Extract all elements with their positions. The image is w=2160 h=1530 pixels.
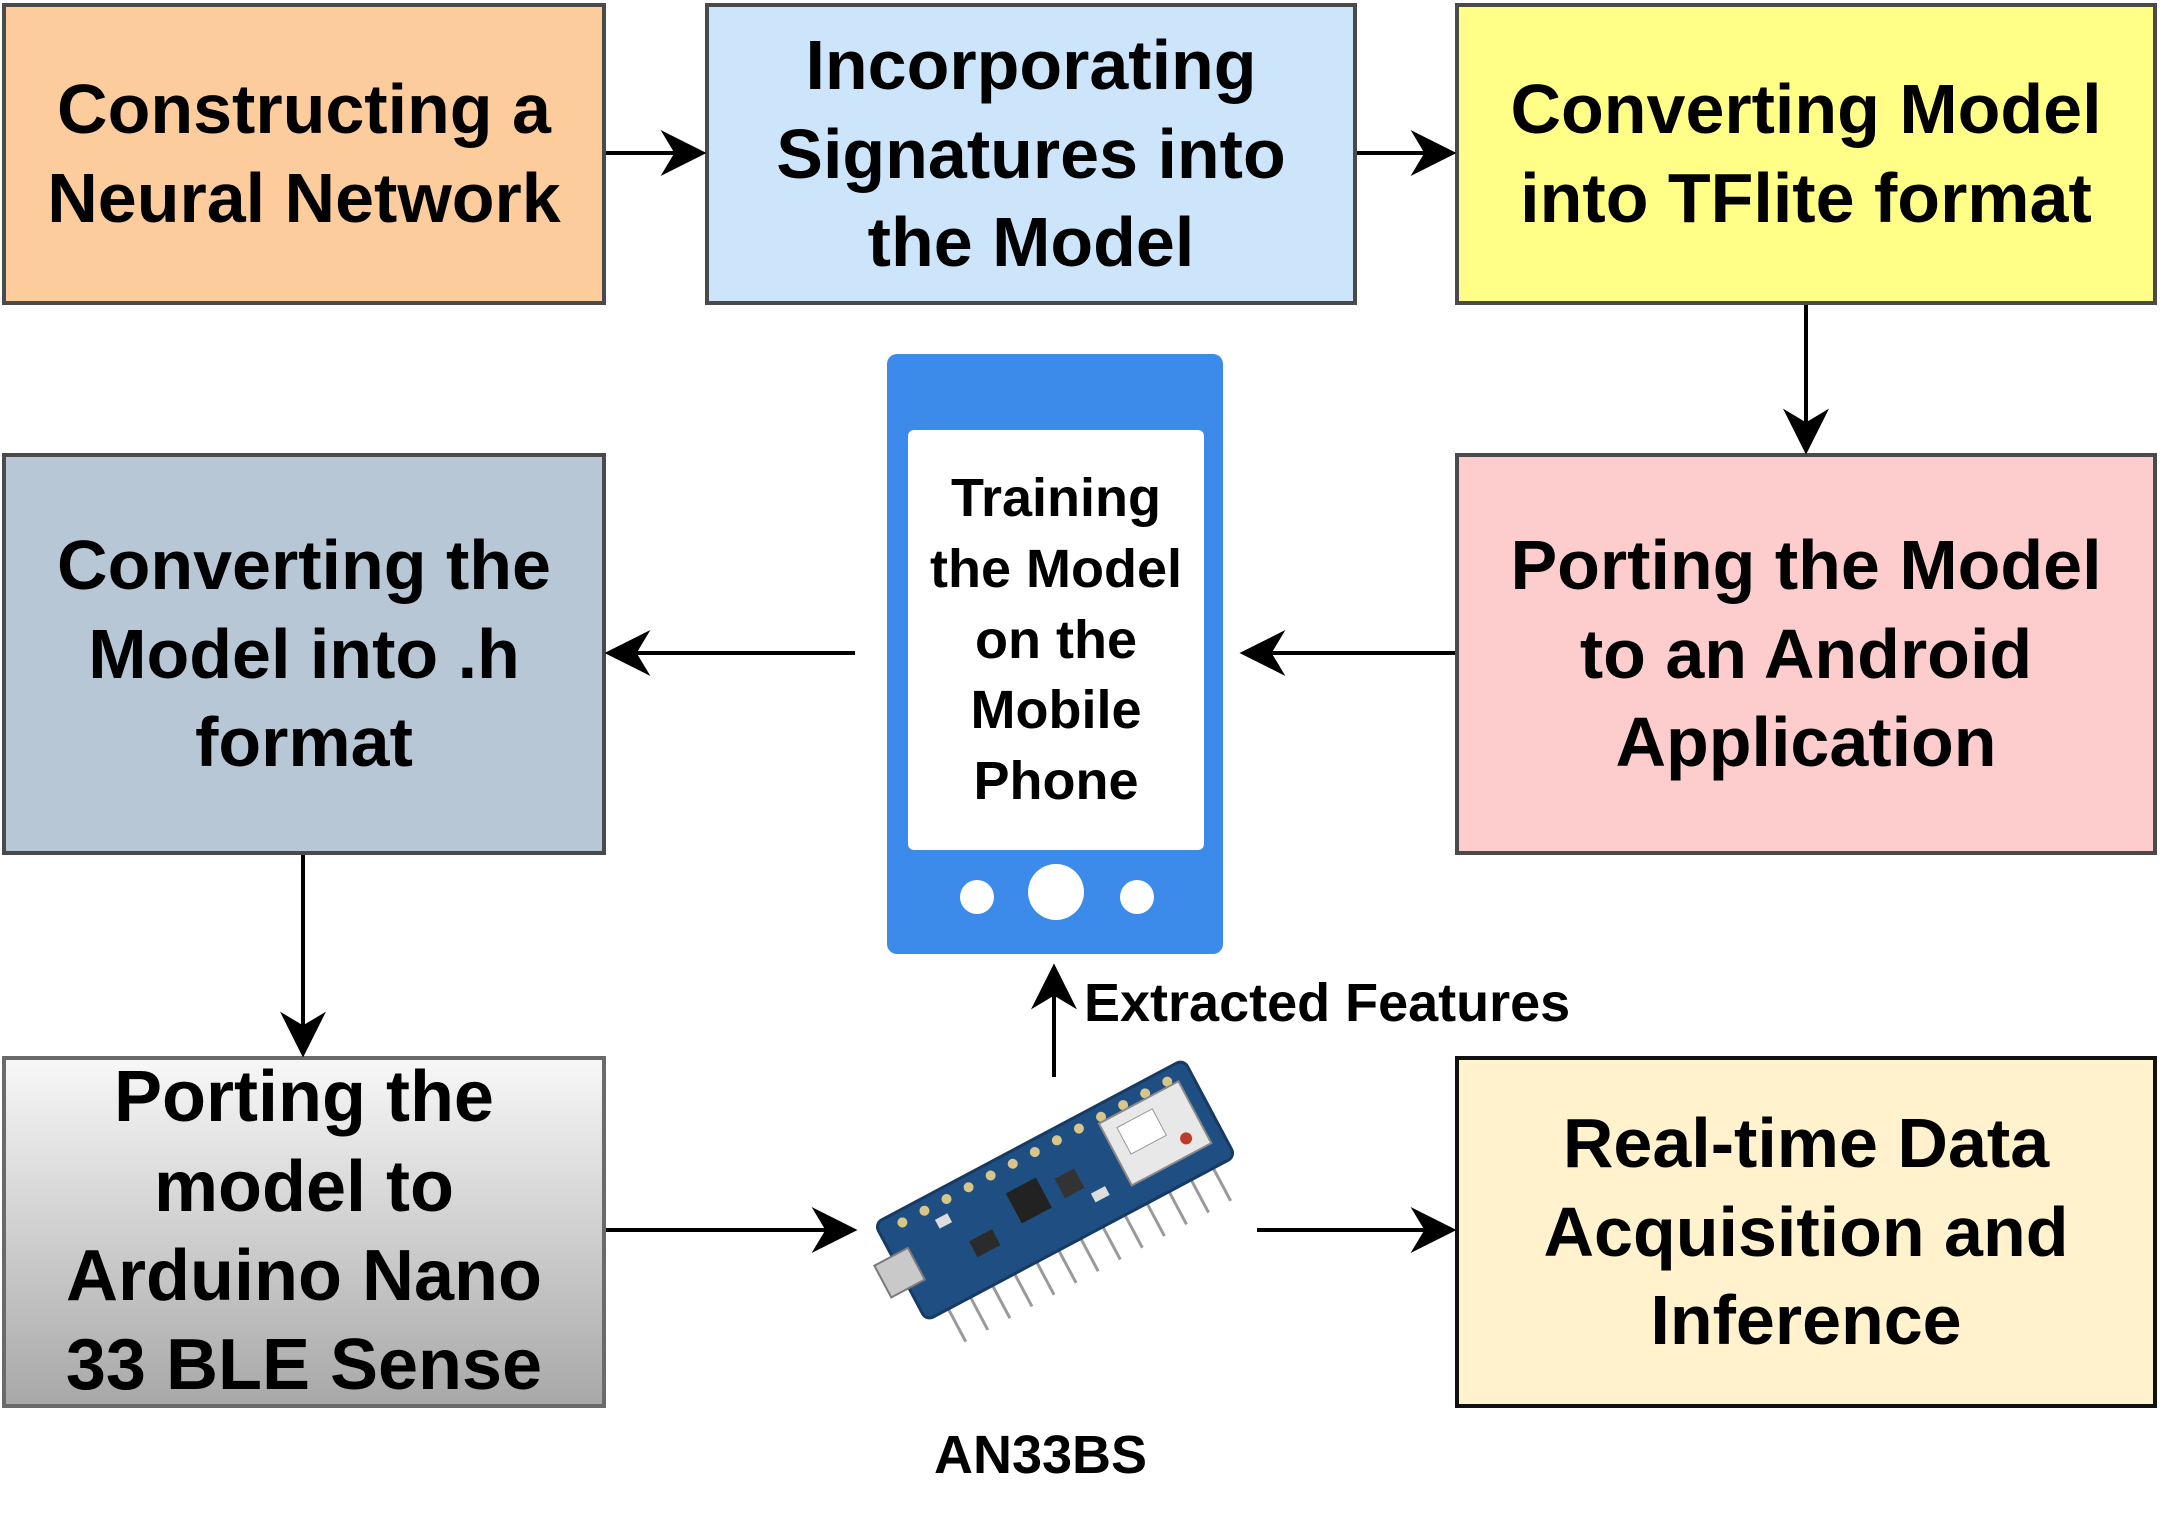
arduino-board-icon (873, 1060, 1235, 1343)
step-porting-arduino: Porting the model to Arduino Nano 33 BLE… (2, 1056, 606, 1408)
step-realtime-label: Real-time Data Acquisition and Inference (1543, 1103, 2069, 1360)
step-android-label: Porting the Model to an Android Applicat… (1510, 525, 2102, 782)
phone-button-right (1120, 880, 1154, 914)
step-arduino-label: Porting the model to Arduino Nano 33 BLE… (65, 1057, 543, 1406)
step-realtime-inference: Real-time Data Acquisition and Inference (1455, 1056, 2157, 1408)
mobile-phone-icon: Training the Model on the Mobile Phone (887, 354, 1223, 954)
step-h-format-label: Converting the Model into .h format (57, 525, 551, 782)
extracted-features-label: Extracted Features (1084, 973, 1571, 1033)
step-constructing-neural-network: Constructing a Neural Network (2, 3, 606, 305)
step-signatures-label: Incorporating Signatures into the Model (776, 25, 1286, 282)
phone-button-left (960, 880, 994, 914)
phone-screen-text: Training the Model on the Mobile Phone (930, 468, 1182, 812)
step-converting-h-format: Converting the Model into .h format (2, 453, 606, 855)
step-constructing-label: Constructing a Neural Network (47, 70, 561, 237)
phone-screen: Training the Model on the Mobile Phone (908, 430, 1204, 850)
step-porting-android: Porting the Model to an Android Applicat… (1455, 453, 2157, 855)
step-tflite-label: Converting Model into TFlite format (1510, 70, 2102, 237)
device-name-label: AN33BS (934, 1425, 1148, 1485)
phone-button-home (1028, 864, 1084, 920)
step-converting-tflite: Converting Model into TFlite format (1455, 3, 2157, 305)
step-incorporating-signatures: Incorporating Signatures into the Model (705, 3, 1357, 305)
